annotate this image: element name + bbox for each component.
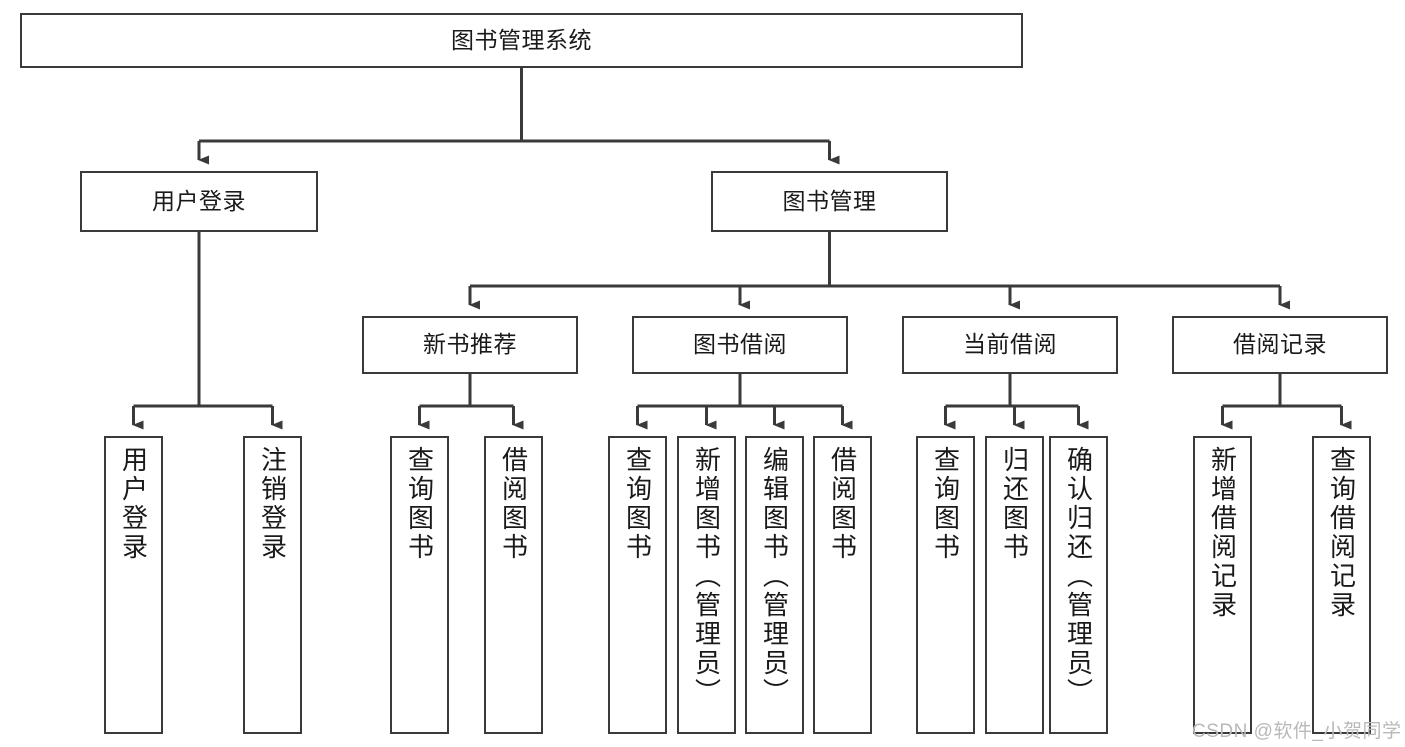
node-label: 查询图书 <box>404 446 435 562</box>
node-leaf-confirm-return[interactable]: 确认归还（管理员） <box>1049 436 1108 734</box>
node-leaf-borrow-book-2[interactable]: 借阅图书 <box>813 436 872 734</box>
node-label: 借阅图书 <box>827 446 858 562</box>
csdn-watermark: CSDN @软件_小贺同学 <box>1192 721 1402 742</box>
node-leaf-logout[interactable]: 注销登录 <box>243 436 302 734</box>
node-label: 用户登录 <box>118 446 149 562</box>
node-label: 编辑图书（管理员） <box>759 446 790 707</box>
node-leaf-borrow-book-1[interactable]: 借阅图书 <box>484 436 543 734</box>
node-label: 图书管理系统 <box>451 26 592 53</box>
node-label: 确认归还（管理员） <box>1063 446 1094 707</box>
node-label: 用户登录 <box>152 187 246 214</box>
node-borrow-record[interactable]: 借阅记录 <box>1172 316 1388 374</box>
node-new-book-rec[interactable]: 新书推荐 <box>362 316 578 374</box>
node-leaf-query-book-1[interactable]: 查询图书 <box>390 436 449 734</box>
node-label: 借阅记录 <box>1233 331 1327 358</box>
node-leaf-query-record[interactable]: 查询借阅记录 <box>1312 436 1371 734</box>
node-label: 查询图书 <box>622 446 653 562</box>
node-label: 图书管理 <box>782 187 877 214</box>
node-label: 图书借阅 <box>693 331 787 358</box>
node-current-borrow[interactable]: 当前借阅 <box>902 316 1118 374</box>
node-user-login[interactable]: 用户登录 <box>80 171 318 232</box>
node-label: 新增借阅记录 <box>1207 446 1238 620</box>
node-book-manage[interactable]: 图书管理 <box>711 171 948 232</box>
node-leaf-query-book-3[interactable]: 查询图书 <box>916 436 975 734</box>
node-leaf-edit-book[interactable]: 编辑图书（管理员） <box>745 436 804 734</box>
node-leaf-add-book[interactable]: 新增图书（管理员） <box>677 436 736 734</box>
node-leaf-return-book[interactable]: 归还图书 <box>985 436 1044 734</box>
node-label: 新增图书（管理员） <box>691 446 722 707</box>
node-leaf-add-record[interactable]: 新增借阅记录 <box>1193 436 1252 734</box>
node-label: 当前借阅 <box>963 331 1057 358</box>
node-label: 注销登录 <box>257 446 288 562</box>
node-label: 查询图书 <box>930 446 961 562</box>
node-label: 新书推荐 <box>423 331 517 358</box>
node-leaf-query-book-2[interactable]: 查询图书 <box>608 436 667 734</box>
node-leaf-user-login[interactable]: 用户登录 <box>104 436 163 734</box>
node-book-borrow[interactable]: 图书借阅 <box>632 316 848 374</box>
node-label: 查询借阅记录 <box>1326 446 1357 620</box>
node-label: 借阅图书 <box>498 446 529 562</box>
node-label: 归还图书 <box>999 446 1030 562</box>
node-root[interactable]: 图书管理系统 <box>20 13 1023 68</box>
